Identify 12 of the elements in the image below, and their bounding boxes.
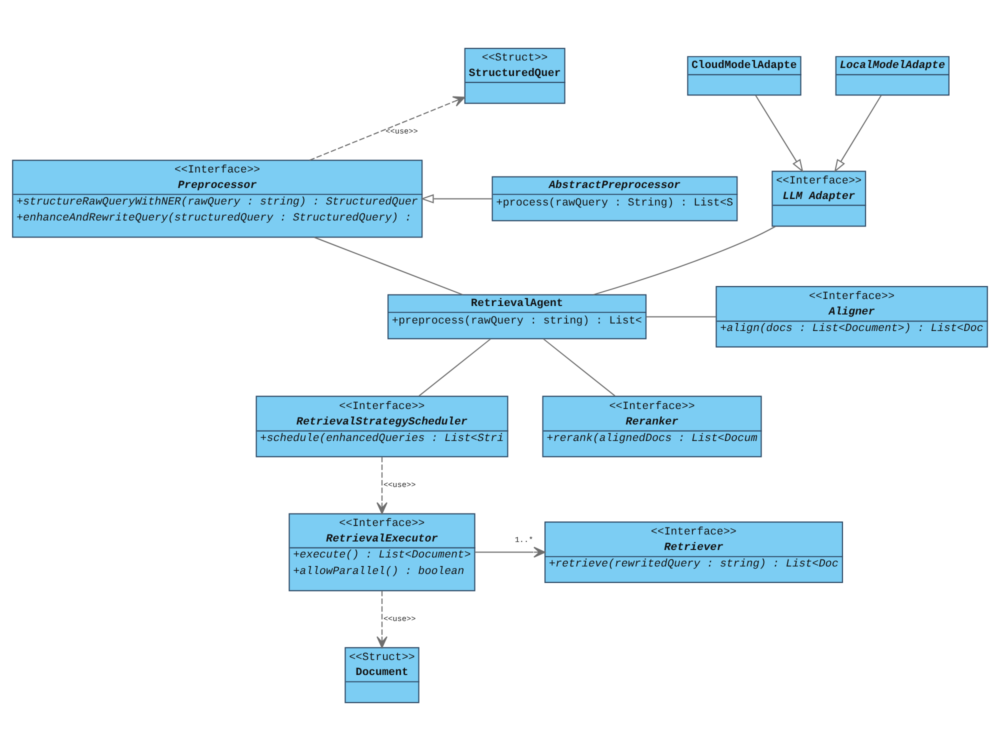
connector: [593, 225, 776, 295]
arrow: [376, 590, 388, 648]
connector: [418, 338, 491, 396]
connector: [646, 316, 716, 317]
arrow: [309, 96, 466, 160]
arrow: [420, 194, 492, 203]
connector: [314, 236, 463, 295]
arrow: [376, 456, 388, 514]
arrow: [755, 94, 804, 172]
connector: [543, 338, 616, 396]
arrow: [474, 546, 546, 558]
arrow: [834, 94, 882, 172]
